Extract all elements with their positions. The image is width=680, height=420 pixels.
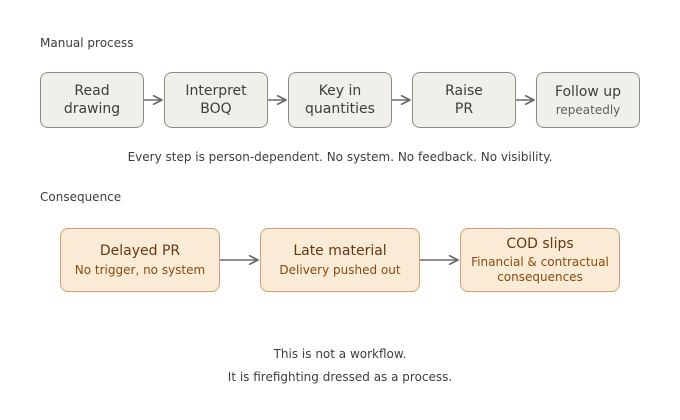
closing-line-1: This is not a workflow. — [273, 347, 407, 361]
consequence-subtext-line1: Financial & contractual — [471, 255, 609, 269]
step-text-line2: drawing — [63, 101, 121, 117]
consequence-cod-slips: COD slips Financial & contractual conseq… — [460, 228, 620, 292]
consequence-subtext: Delivery pushed out — [279, 263, 401, 277]
consequence-subtext-line2: consequences — [497, 270, 583, 284]
manual-process-note: Every step is person-dependent. No syste… — [127, 150, 553, 164]
step-text-line2: PR — [454, 101, 474, 117]
step-interpret-boq: Interpret BOQ — [164, 72, 268, 128]
consequence-title: Delayed PR — [99, 243, 181, 259]
step-read-drawing: Read drawing — [40, 72, 144, 128]
consequence-delayed-pr: Delayed PR No trigger, no system — [60, 228, 220, 292]
step-text-line1: Raise — [445, 83, 483, 99]
consequence-title: COD slips — [506, 236, 574, 252]
step-text-line2: BOQ — [200, 101, 232, 117]
step-text-line1: Follow up — [554, 83, 622, 100]
consequence-title: Late material — [293, 243, 387, 259]
step-follow-up: Follow up repeatedly — [536, 72, 640, 128]
step-key-in-quantities: Key in quantities — [288, 72, 392, 128]
step-subtext: repeatedly — [555, 102, 621, 117]
step-text-line1: Interpret — [185, 83, 247, 99]
step-text-line1: Key in — [318, 83, 362, 99]
closing-line-2: It is firefighting dressed as a process. — [227, 370, 453, 384]
step-text-line2: quantities — [305, 101, 375, 117]
manual-process-label: Manual process — [40, 36, 134, 50]
step-text-line1: Read — [74, 83, 110, 99]
consequence-label: Consequence — [40, 190, 122, 204]
step-raise-pr: Raise PR — [412, 72, 516, 128]
consequence-late-material: Late material Delivery pushed out — [260, 228, 420, 292]
consequence-subtext: No trigger, no system — [74, 263, 206, 277]
